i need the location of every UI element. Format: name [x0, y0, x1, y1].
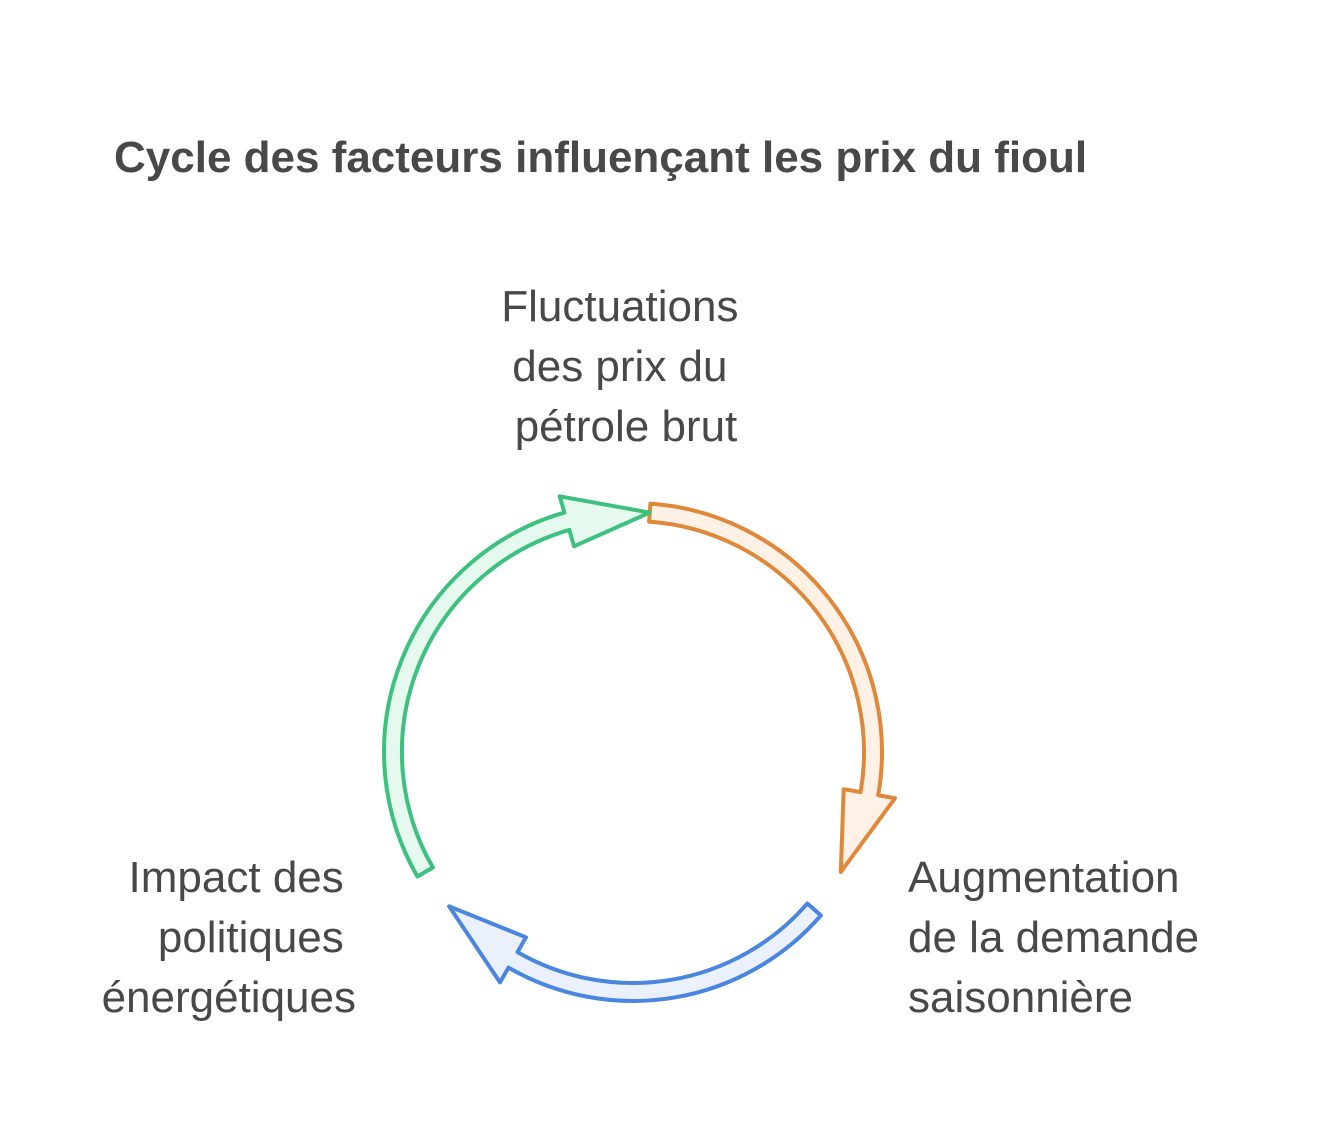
node-energy-policies-line-2: politiques: [158, 913, 344, 962]
node-crude-oil-line-1: Fluctuations: [501, 282, 738, 331]
node-energy-policies-line-1: Impact des: [129, 853, 344, 902]
node-seasonal-demand-line-1: Augmentation: [908, 853, 1180, 902]
node-crude-oil-label: Fluctuations des prix du pétrole brut: [501, 282, 750, 451]
node-seasonal-demand-line-3: saisonnière: [908, 973, 1133, 1022]
diagram-title: Cycle des facteurs influençant les prix …: [114, 133, 1087, 182]
node-crude-oil-line-3: pétrole brut: [515, 402, 738, 451]
node-seasonal-demand-line-2: de la demande: [908, 913, 1199, 962]
node-energy-policies-label: Impact des politiques énergétiques: [102, 853, 356, 1022]
node-seasonal-demand-label: Augmentation de la demande saisonnière: [908, 853, 1211, 1022]
node-crude-oil-line-2: des prix du: [512, 342, 727, 391]
arrow-policies-to-crude: [382, 494, 652, 879]
arrow-demand-to-policies: [447, 901, 823, 1003]
node-energy-policies-line-3: énergétiques: [102, 973, 356, 1022]
arrow-crude-to-demand: [647, 501, 897, 874]
